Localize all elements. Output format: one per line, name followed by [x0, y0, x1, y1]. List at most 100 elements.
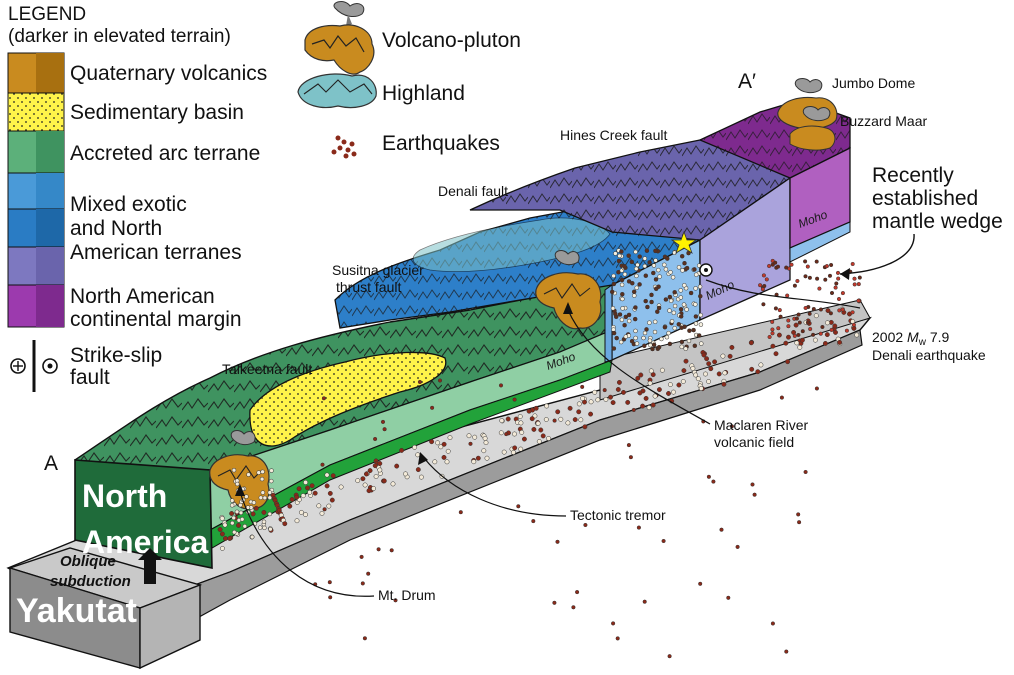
earthquake-dot	[663, 297, 669, 302]
earthquake-dot	[698, 385, 704, 391]
earthquake-dot	[679, 325, 684, 330]
earthquake-dot	[750, 482, 755, 487]
earthquake-dot	[632, 316, 638, 322]
earthquake-dot	[706, 474, 711, 479]
earthquake-dot	[643, 273, 649, 278]
earthquake-dot	[287, 503, 293, 509]
earthquake-dot	[682, 260, 687, 266]
earthquake-dot	[303, 512, 308, 518]
earthquake-dot	[651, 342, 657, 348]
earthquake-dot	[797, 520, 802, 525]
earthquake-dot	[637, 282, 642, 287]
earthquake-dot	[758, 283, 763, 288]
earthquake-dot	[289, 497, 295, 502]
earthquake-dot	[795, 278, 800, 284]
earthquake-dot	[441, 454, 447, 460]
earthquake-dot	[633, 305, 638, 310]
earthquake-dot	[784, 649, 789, 654]
earthquake-dot	[338, 484, 344, 490]
earthquake-dot	[580, 395, 586, 401]
earthquake-dot	[611, 346, 617, 351]
earthquake-dot	[623, 314, 629, 320]
earthquake-dot	[619, 317, 625, 323]
earthquake-dot	[668, 270, 673, 275]
earthquake-dot	[622, 272, 628, 277]
earthquake-dot	[735, 544, 740, 549]
earthquake-dot	[822, 340, 828, 346]
earthquake-dot	[504, 432, 509, 437]
earthquake-dot	[535, 420, 541, 426]
earthquake-dot	[629, 259, 635, 265]
rupture-trace	[705, 279, 861, 309]
earthquake-dot	[435, 440, 441, 446]
earthquake-dot	[785, 359, 791, 365]
earthquake-dot	[834, 281, 839, 286]
earthquake-dot	[825, 308, 831, 314]
earthquake-dot	[267, 511, 273, 517]
earthquake-dot	[840, 307, 845, 312]
earthquake-dot	[637, 390, 643, 396]
earthquake-dot	[761, 273, 766, 278]
quake-label-line2: Denali earthquake	[872, 347, 986, 363]
earthquake-dot	[800, 329, 805, 334]
earthquake-dot	[632, 293, 637, 298]
maclaren-label-1: Maclaren River	[714, 417, 808, 433]
earthquake-dot	[653, 248, 658, 254]
earthquake-dot	[693, 321, 699, 326]
earthquake-dot	[797, 344, 803, 350]
earthquake-dot	[656, 387, 662, 393]
earthquake-dot	[696, 333, 702, 338]
earthquake-dot	[445, 448, 451, 454]
earthquake-dot	[778, 314, 783, 319]
earthquake-dot	[656, 267, 661, 273]
earthquake-dot	[565, 420, 571, 426]
earthquake-dot	[638, 372, 644, 378]
earthquake-dot	[362, 636, 367, 641]
earthquake-dot	[676, 382, 682, 388]
earthquake-dot	[394, 463, 400, 469]
earthquake-dot	[649, 292, 654, 298]
earthquake-dot	[235, 481, 240, 487]
highland-icon	[297, 73, 377, 109]
earthquake-dot	[684, 265, 690, 271]
earthquake-dot	[580, 384, 585, 389]
earthquake-dot	[824, 332, 830, 338]
earthquake-dot	[518, 420, 524, 426]
earthquake-dot	[678, 307, 684, 312]
earthquake-dot	[752, 492, 757, 497]
earthquake-dot	[698, 293, 703, 299]
earthquake-dot	[267, 490, 273, 495]
earthquake-dot	[390, 481, 396, 487]
earthquake-dot	[665, 256, 670, 261]
earthquake-dot	[811, 306, 816, 312]
volcano-pluton-icon	[304, 1, 375, 75]
legend: LEGEND (darker in elevated terrain)	[7, 1, 521, 392]
mantle-wedge-label-2: established	[872, 187, 978, 210]
earthquake-dot	[415, 452, 421, 458]
earthquake-dot	[640, 403, 646, 409]
earthquake-dot	[667, 308, 672, 313]
earthquake-dot	[399, 447, 405, 453]
earthquake-dot	[267, 495, 273, 500]
earthquake-dot	[633, 328, 638, 334]
susitna-label-1: Susitna glacier	[332, 262, 424, 278]
earthquake-dot	[683, 346, 688, 351]
legend-label-mixed-2: and North	[70, 217, 162, 240]
earthquake-dot	[647, 338, 653, 343]
earthquake-dot	[376, 547, 381, 552]
earthquake-dot	[661, 538, 666, 544]
earthquake-dot	[797, 320, 802, 325]
earthquake-dot	[366, 488, 372, 494]
legend-title: LEGEND	[8, 4, 86, 25]
earthquake-dot	[656, 344, 662, 350]
earthquake-dot	[856, 282, 861, 287]
earthquake-dot	[571, 605, 576, 610]
earthquake-dot	[595, 397, 601, 403]
earthquake-dot	[444, 459, 450, 465]
earthquake-dot	[808, 326, 813, 332]
earthquake-dot	[851, 322, 856, 327]
earthquake-dot	[382, 427, 387, 432]
earthquake-dot	[633, 335, 638, 341]
earthquake-dot	[249, 534, 255, 540]
earthquake-dot	[327, 490, 333, 496]
